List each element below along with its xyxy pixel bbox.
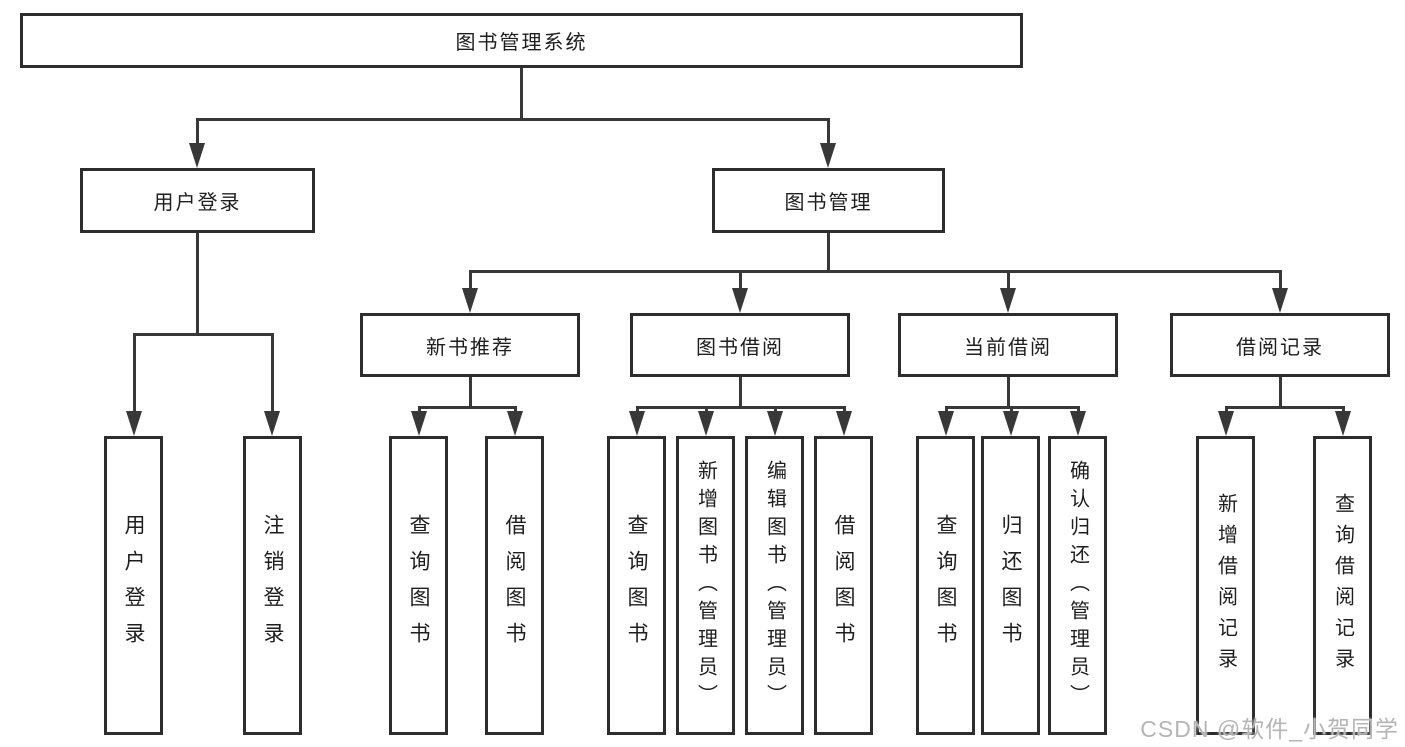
leaf-return-books: 归还图书 [981,436,1040,735]
connector-drop [636,406,639,414]
leaf-borrow-books-borrowing: 借阅图书 [814,436,873,735]
arrow-down-icon [1218,411,1234,436]
leaf-label: 查询图书 [407,513,430,658]
arrow-down-icon [1335,411,1351,436]
connector-user-login-rail [133,333,274,336]
arrow-down-icon [732,288,748,313]
node-book-borrowing: 图书借阅 [630,313,850,377]
leaf-query-books-current: 查询图书 [916,436,975,735]
node-user-login: 用户登录 [80,168,315,233]
connector-book-management-stem [827,233,830,272]
leaf-query-books-borrowing: 查询图书 [607,436,666,735]
arrow-down-icon [1272,288,1288,313]
arrow-down-icon [938,411,954,436]
leaf-label: 新增借阅记录 [1214,492,1237,679]
connector-borrow-records-stem [1279,377,1282,408]
connector-drop [1225,406,1228,414]
arrow-down-icon [189,143,205,168]
node-library-management-system: 图书管理系统 [20,13,1023,68]
node-new-book-recommendation: 新书推荐 [360,313,580,377]
leaf-add-borrow-record: 新增借阅记录 [1196,436,1255,735]
connector-new-book-rail [418,406,517,409]
connector-drop [418,406,421,414]
arrow-down-icon [1070,411,1086,436]
leaf-edit-books-admin: 编辑图书（管理员） [745,436,804,735]
connector-user-login-stem [196,233,199,335]
leaf-label: 查询图书 [625,513,648,658]
connector-drop-login-leaf [133,333,136,412]
arrow-down-icon [698,411,714,436]
connector-drop-book-management [827,118,830,145]
leaf-label: 借阅图书 [503,513,526,658]
connector-new-book-stem [469,377,472,408]
connector-drop-book-borrow [739,270,742,290]
node-book-management: 图书管理 [712,168,945,233]
connector-drop-logout-leaf [271,333,274,412]
arrow-down-icon [507,411,523,436]
arrow-down-icon [1003,411,1019,436]
connector-drop-borrow-records [1279,270,1282,290]
connector-borrow-records-rail [1225,406,1345,409]
connector-drop [774,406,777,414]
leaf-query-books-recommend: 查询图书 [389,436,448,735]
node-current-borrowing: 当前借阅 [898,313,1118,377]
connector-drop-new-book [469,270,472,290]
arrow-down-icon [767,411,783,436]
leaf-label: 编辑图书（管理员） [763,459,786,712]
arrow-down-icon [126,411,142,436]
leaf-label: 查询借阅记录 [1331,492,1354,679]
connector-drop [1010,406,1013,414]
leaf-logout: 注销登录 [243,436,302,735]
connector-book-management-rail [469,270,1282,273]
node-borrowing-records: 借阅记录 [1170,313,1390,377]
connector-drop-user-login [196,118,199,145]
connector-drop [843,406,846,414]
leaf-label: 归还图书 [999,513,1022,658]
connector-book-borrow-stem [739,377,742,408]
leaf-label: 用户登录 [122,513,145,658]
csdn-watermark: CSDN @软件_小贺同学 [1140,716,1399,742]
connector-root-rail [196,118,830,121]
connector-drop-current-borrow [1007,270,1010,290]
arrow-down-icon [836,411,852,436]
connector-drop [705,406,708,414]
leaf-label: 查询图书 [934,513,957,658]
leaf-label: 借阅图书 [832,513,855,658]
leaf-borrow-books-recommend: 借阅图书 [485,436,544,735]
leaf-label: 新增图书（管理员） [694,459,717,712]
connector-current-borrow-stem [1007,377,1010,408]
arrow-down-icon [629,411,645,436]
leaf-add-books-admin: 新增图书（管理员） [676,436,735,735]
connector-root-stem [520,68,523,120]
leaf-label: 确认归还（管理员） [1066,459,1089,712]
connector-drop [945,406,948,414]
leaf-confirm-return-admin: 确认归还（管理员） [1048,436,1107,735]
connector-drop [1342,406,1345,414]
leaf-user-login: 用户登录 [104,436,163,735]
arrow-down-icon [264,411,280,436]
arrow-down-icon [411,411,427,436]
connector-drop [514,406,517,414]
leaf-label: 注销登录 [261,513,284,658]
arrow-down-icon [1000,288,1016,313]
connector-drop [1077,406,1080,414]
arrow-down-icon [820,143,836,168]
leaf-query-borrow-record: 查询借阅记录 [1313,436,1372,735]
arrow-down-icon [462,288,478,313]
connector-book-borrow-rail [636,406,846,409]
